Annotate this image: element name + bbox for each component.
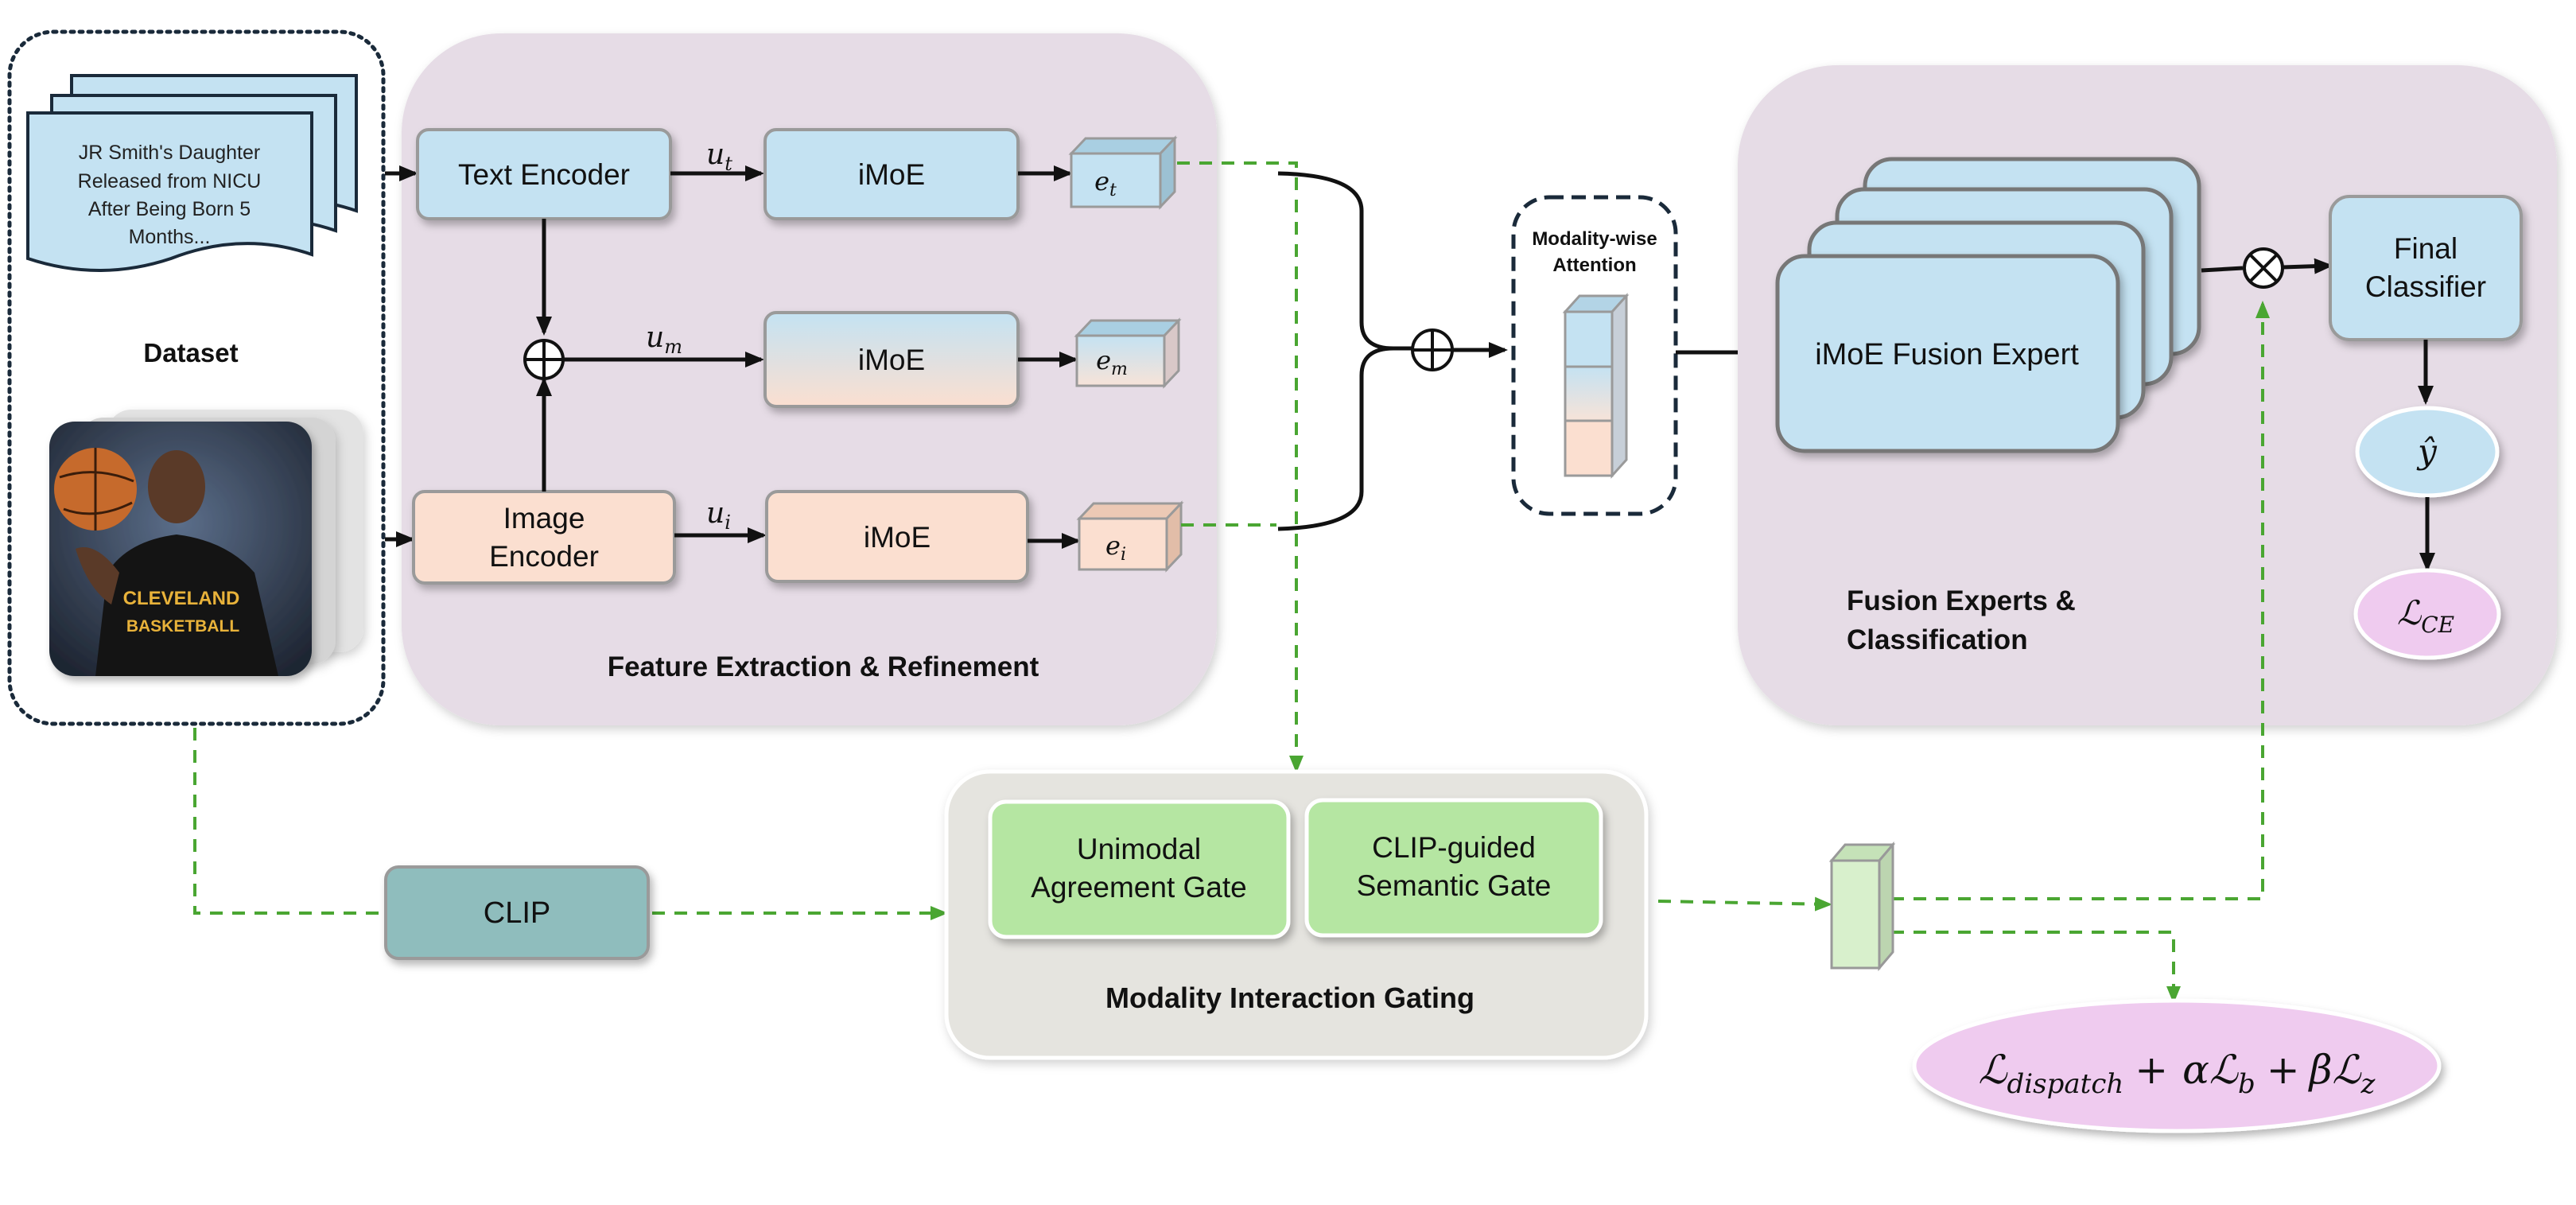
concat-plus-icon <box>1411 328 1454 371</box>
final-classifier-box: Final Classifier <box>2329 195 2523 341</box>
clip-semantic-gate: CLIP-guided Semantic Gate <box>1304 798 1603 938</box>
unimodal-gate-label-2: Agreement Gate <box>1031 871 1246 904</box>
embedding-e-t-cube: et <box>1068 135 1178 210</box>
e-t-label: et <box>1094 166 1117 200</box>
imoe-text-box: iMoE <box>763 128 1020 220</box>
gating-routing-lines <box>193 161 2264 1004</box>
imoe-multimodal-box: iMoE <box>763 311 1020 408</box>
add-fusion-icon <box>523 339 565 380</box>
fusion-expert-stack: iMoE Fusion Expert <box>1775 157 2201 453</box>
headline-line-4: Months... <box>129 226 211 248</box>
attention-label-2: Attention <box>1552 255 1636 276</box>
e-m-label: em <box>1096 345 1128 379</box>
text-encoder-label: Text Encoder <box>458 158 630 191</box>
headline-line-3: After Being Born 5 <box>88 198 251 220</box>
gate-vector-icon <box>1828 841 1896 972</box>
ce-loss-label: ℒCE <box>2397 593 2454 638</box>
image-encoder-label-1: Image <box>503 502 585 534</box>
document-stack-icon: JR Smith's Daughter Released from NICU A… <box>26 74 358 272</box>
clip-label: CLIP <box>484 896 550 930</box>
image-encoder-label-2: Encoder <box>489 540 599 573</box>
imoe-text-label: iMoE <box>858 158 925 191</box>
headline-line-2: Released from NICU <box>78 170 262 192</box>
player-photo: CLEVELAND BASKETBALL <box>54 448 278 676</box>
gating-title: Modality Interaction Gating <box>1105 981 1474 1014</box>
fusion-title-1: Fusion Experts & <box>1847 585 2076 616</box>
multiply-icon <box>2243 247 2284 289</box>
modality-attention-block: Modality-wise Attention <box>1511 195 1678 516</box>
imoe-image-box: iMoE <box>765 490 1029 583</box>
unimodal-agreement-gate: Unimodal Agreement Gate <box>988 799 1291 939</box>
concat-brace <box>1277 171 1412 531</box>
clip-gate-label-2: Semantic Gate <box>1357 869 1552 902</box>
gating-panel: Unimodal Agreement Gate CLIP-guided Sema… <box>944 769 1649 1060</box>
ce-loss-oval: ℒCE <box>2353 568 2501 660</box>
prediction-oval: ŷ <box>2355 406 2500 498</box>
dispatch-loss-formula: ℒdispatch+αℒb+βℒz <box>1979 1047 2376 1100</box>
u-i-label: ui <box>706 497 731 534</box>
clip-gate-label-1: CLIP-guided <box>1372 831 1536 864</box>
clip-box: CLIP <box>384 865 650 960</box>
fusion-panel: iMoE Fusion Expert Final Classifier ŷ ℒC… <box>1738 65 2557 725</box>
jersey-text-2: BASKETBALL <box>126 617 239 636</box>
image-stack-icon: CLEVELAND BASKETBALL <box>49 410 363 676</box>
jersey-text-1: CLEVELAND <box>123 588 240 609</box>
imoe-multimodal-label: iMoE <box>858 344 925 376</box>
attention-vector-icon <box>1562 293 1630 479</box>
feature-panel-title: Feature Extraction & Refinement <box>608 651 1039 682</box>
text-encoder-box: Text Encoder <box>416 128 672 220</box>
e-i-label: ei <box>1105 531 1126 565</box>
classifier-label-1: Final <box>2394 232 2457 265</box>
u-m-label: um <box>646 321 682 358</box>
fusion-title-2: Classification <box>1847 624 2028 655</box>
image-encoder-box: Image Encoder <box>412 490 676 585</box>
imoe-image-label: iMoE <box>864 521 931 554</box>
embedding-e-m-cube: em <box>1074 317 1182 389</box>
headline-line-1: JR Smith's Daughter <box>79 142 260 164</box>
u-t-label: ut <box>706 138 732 175</box>
feature-extraction-panel: Text Encoder Image Encoder ut um ui iMoE <box>385 33 1217 725</box>
attention-label-1: Modality-wise <box>1532 228 1657 250</box>
fusion-expert-label: iMoE Fusion Expert <box>1815 338 2079 371</box>
classifier-label-2: Classifier <box>2365 270 2486 303</box>
dispatch-loss-oval: ℒdispatch+αℒb+βℒz <box>1912 998 2442 1133</box>
embedding-e-i-cube: ei <box>1076 500 1184 573</box>
y-hat-label: ŷ <box>2416 432 2438 471</box>
unimodal-gate-label-1: Unimodal <box>1077 833 1201 865</box>
dataset-label: Dataset <box>143 338 238 367</box>
dataset-panel: JR Smith's Daughter Released from NICU A… <box>7 29 386 726</box>
